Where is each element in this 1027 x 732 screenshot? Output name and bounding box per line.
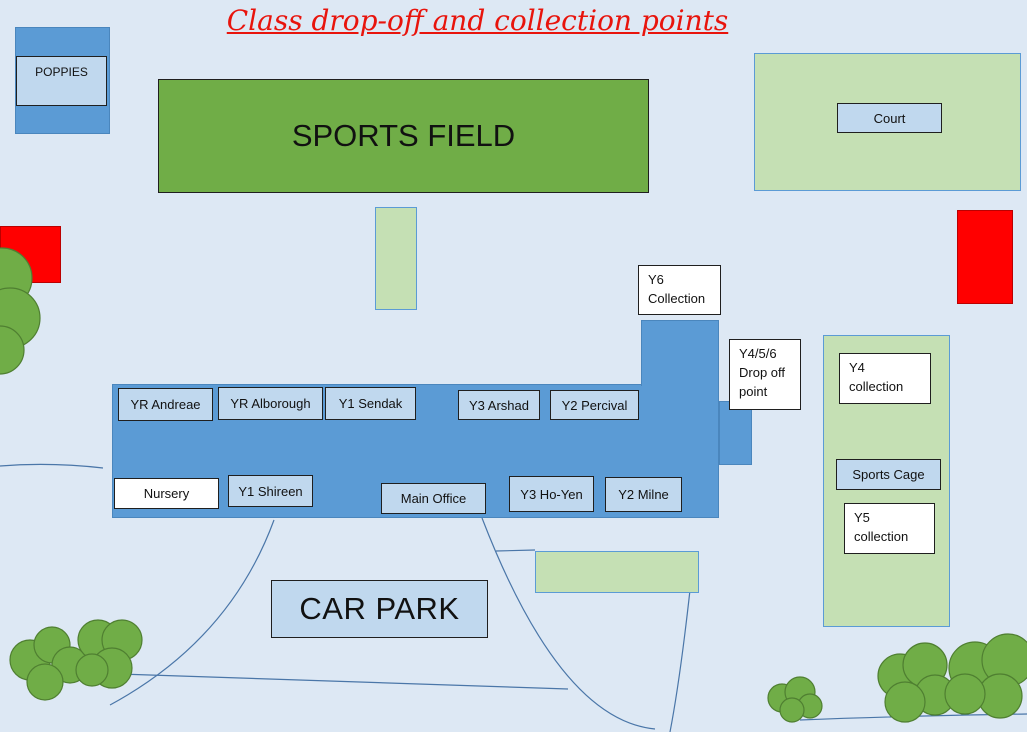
classroom-y2-milne: Y2 Milne <box>605 477 682 512</box>
tree-icon <box>9 626 89 701</box>
y456-dropoff-point: Y4/5/6 Drop off point <box>729 339 801 410</box>
tree-icon <box>0 247 41 375</box>
red-marker-right <box>957 210 1013 304</box>
y4-collection-point: Y4 collection <box>839 353 931 404</box>
classroom-nursery: Nursery <box>114 478 219 509</box>
court-label: Court <box>837 103 942 133</box>
car-park: CAR PARK <box>271 580 488 638</box>
map-title: Class drop-off and collection points <box>226 4 729 37</box>
poppies-label: POPPIES <box>16 56 107 106</box>
path-right-connector <box>495 549 536 552</box>
path-carpark-right <box>481 517 656 730</box>
path-carpark-left <box>109 519 275 706</box>
classroom-yr-andreae: YR Andreae <box>118 388 213 421</box>
classroom-y3-arshad: Y3 Arshad <box>458 390 540 420</box>
tree-icon <box>944 633 1027 719</box>
path-carpark-bottom <box>59 671 569 690</box>
y5-collection-point: Y5 collection <box>844 503 935 554</box>
classroom-yr-alborough: YR Alborough <box>218 387 323 420</box>
green-strip-south <box>535 551 699 593</box>
tree-icon <box>75 619 143 689</box>
path-right-vertical <box>669 589 691 732</box>
building-north-wing <box>641 320 719 386</box>
building-east-annex <box>719 401 752 465</box>
sports-cage: Sports Cage <box>836 459 941 490</box>
classroom-y1-sendak: Y1 Sendak <box>325 387 416 420</box>
green-strip-north <box>375 207 417 310</box>
classroom-y2-percival: Y2 Percival <box>550 390 639 420</box>
classroom-y3-ho-yen: Y3 Ho-Yen <box>509 476 594 512</box>
tree-icon <box>767 676 823 723</box>
y6-collection-point: Y6 Collection <box>638 265 721 315</box>
tree-icon <box>877 642 956 723</box>
main-office: Main Office <box>381 483 486 514</box>
path-left <box>0 463 104 469</box>
sports-field: SPORTS FIELD <box>158 79 649 193</box>
classroom-y1-shireen: Y1 Shireen <box>228 475 313 507</box>
